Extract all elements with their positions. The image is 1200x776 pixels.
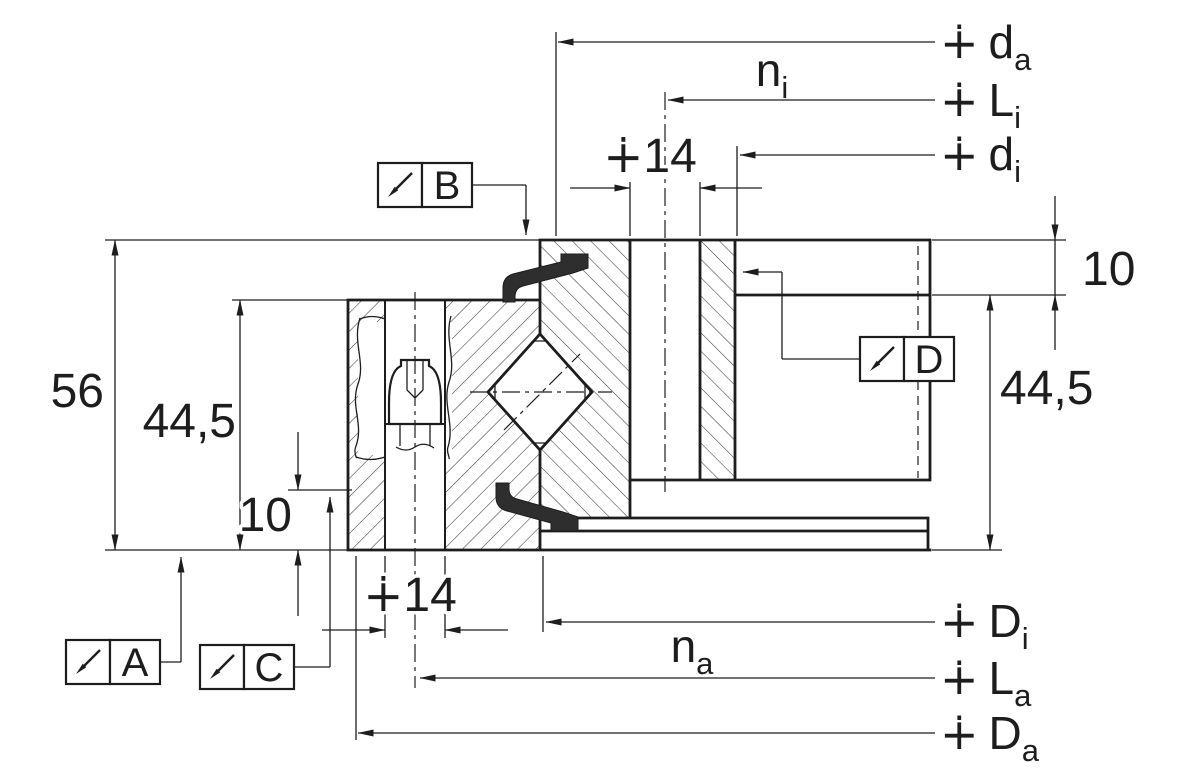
- seal-bottom: [495, 482, 579, 532]
- dim-right-ring-height: 44,5: [1000, 362, 1093, 415]
- centerlines: [414, 92, 919, 688]
- dim-total-height: 56: [51, 365, 104, 418]
- dim-bolt-hole: ∔14: [363, 569, 457, 622]
- seals: [495, 253, 589, 532]
- label-na: na: [671, 620, 715, 681]
- seal-top: [502, 253, 589, 303]
- datum-label-d: D: [915, 338, 944, 382]
- extension-lines: [105, 32, 1066, 740]
- dimension-lines: [111, 38, 1059, 737]
- surface-symbol-icon: [64, 638, 112, 686]
- dim-left-offset: 10: [239, 489, 292, 542]
- datum-label-a: A: [122, 641, 149, 685]
- diameter-labels: ∔da ni ∔Li ∔di ∔Di na ∔La ∔Da: [671, 16, 1040, 768]
- label-di: ∔di: [940, 128, 1021, 189]
- dimension-texts: 56 44,5 10 ∔14 ∔14 10 44,5: [47, 127, 1139, 626]
- datum-flag-d: D: [858, 335, 956, 383]
- label-da: ∔da: [940, 16, 1032, 77]
- surface-symbol-icon: [858, 335, 906, 383]
- label-La: ∔La: [940, 652, 1032, 713]
- leader-lines: [160, 184, 860, 668]
- datum-flag-a: A: [64, 638, 162, 686]
- label-Di: ∔Di: [940, 595, 1029, 656]
- datum-label-b: B: [434, 164, 461, 208]
- surface-symbol-icon: [198, 643, 246, 691]
- label-ni: ni: [756, 44, 788, 105]
- datum-label-c: C: [255, 646, 284, 690]
- datum-flag-c: C: [198, 643, 296, 691]
- dim-right-offset: 10: [1082, 243, 1135, 296]
- datum-flag-b: B: [376, 161, 474, 209]
- break-lines: [354, 315, 453, 461]
- dim-top-hole: ∔14: [603, 130, 697, 183]
- label-Da: ∔Da: [940, 707, 1040, 768]
- dim-left-ring-height: 44,5: [143, 395, 236, 448]
- label-li: ∔Li: [940, 74, 1021, 135]
- section-hatching: [348, 240, 735, 550]
- surface-symbol-icon: [376, 161, 424, 209]
